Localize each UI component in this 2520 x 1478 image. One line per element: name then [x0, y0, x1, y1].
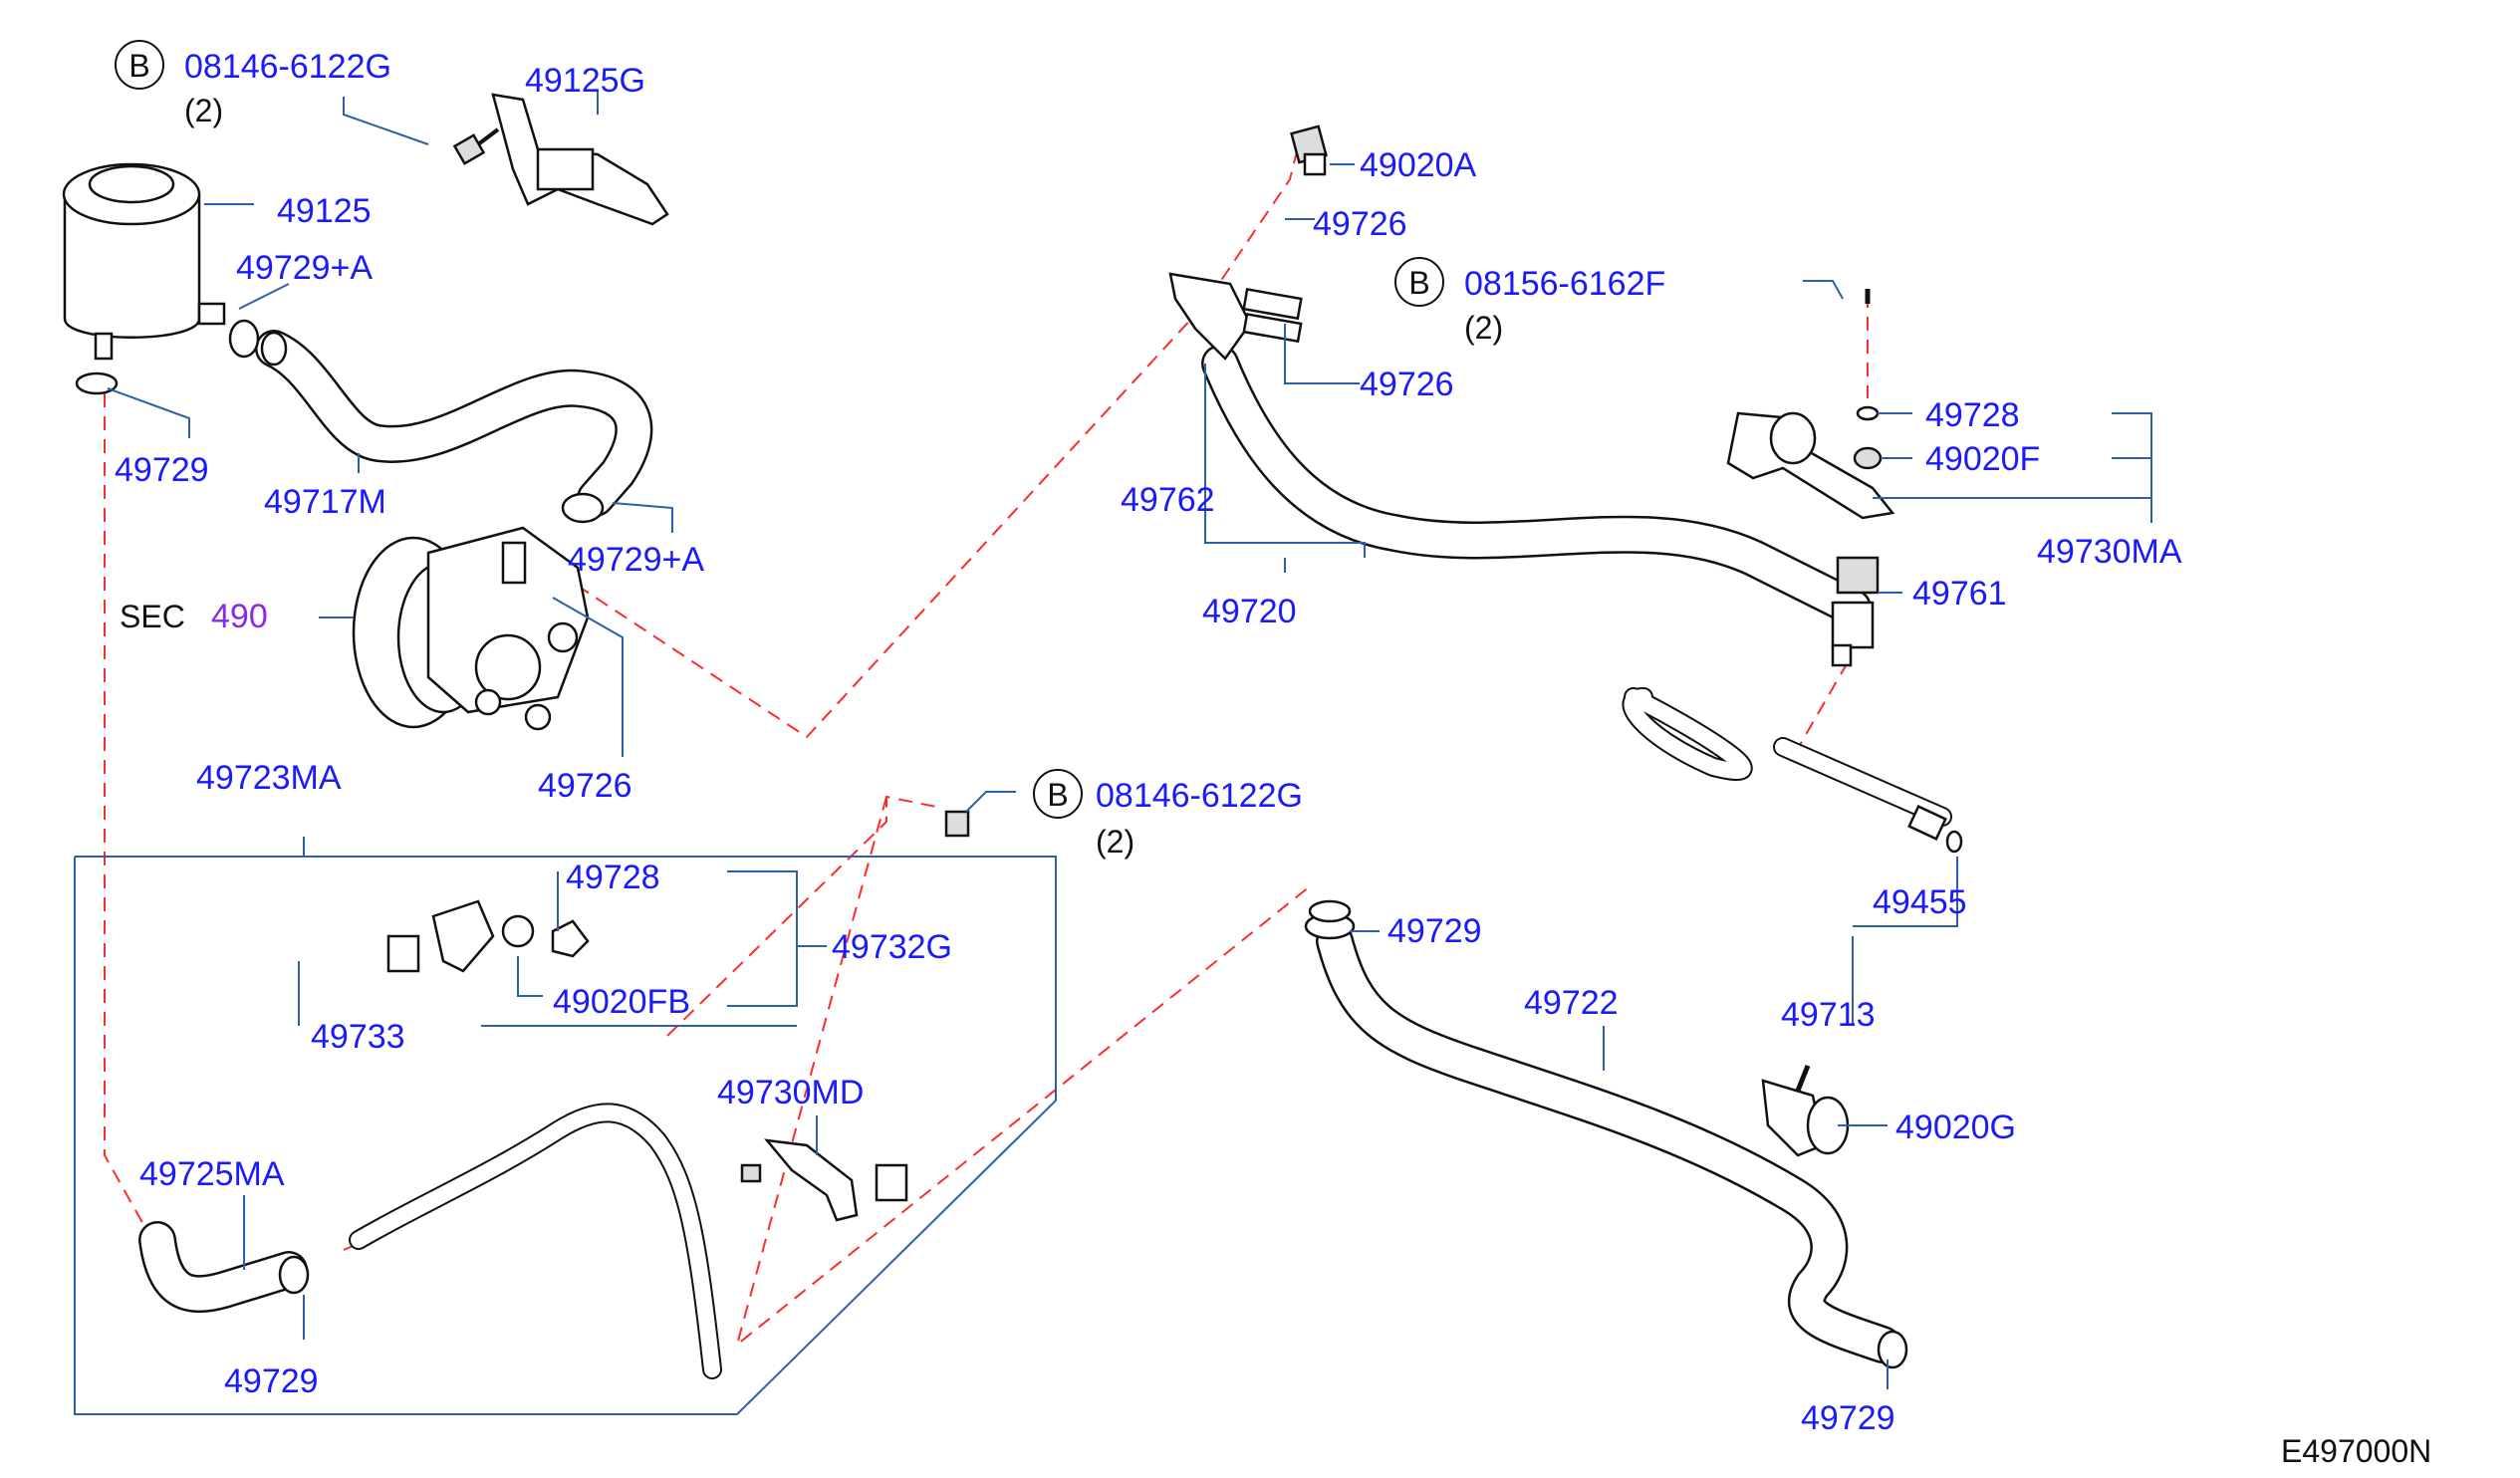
b-symbol-text: B — [1408, 265, 1429, 301]
fitting-49455 — [1907, 805, 1963, 854]
clamp-49729-br — [1877, 1330, 1908, 1369]
label-49717m: 49717M — [264, 483, 386, 521]
label-08146-6122g-mid: 08146-6122G — [1096, 777, 1303, 815]
label-49125: 49125 — [277, 192, 372, 230]
label-qty-mid: (2) — [1096, 824, 1134, 860]
label-08156-6162f: 08156-6162F — [1464, 265, 1665, 303]
pump — [352, 526, 590, 731]
label-49455: 49455 — [1873, 883, 1967, 921]
label-49726-pump: 49726 — [538, 767, 632, 805]
label-49720: 49720 — [1202, 593, 1297, 630]
label-49733: 49733 — [311, 1018, 405, 1056]
label-49020fb: 49020FB — [553, 983, 690, 1021]
clamp-bracket-49730ma — [1726, 289, 1895, 520]
label-49725ma: 49725MA — [139, 1155, 285, 1193]
label-49729a-top: 49729+A — [236, 249, 373, 287]
label-49728-right: 49728 — [1925, 396, 2020, 434]
label-sec-490[interactable]: 490 — [211, 598, 268, 635]
clamp-49729-mid — [1304, 899, 1356, 940]
routing-lines — [104, 138, 1869, 1348]
b-symbol-1: B — [115, 40, 164, 90]
tee-fitting-49762 — [1168, 272, 1303, 361]
clamp-49732g-parts — [386, 810, 970, 973]
leader-lines — [74, 90, 2152, 1415]
clamp-49729-bl — [278, 1255, 310, 1295]
label-49729-mid: 49729 — [1387, 912, 1482, 950]
bracket-49125g — [491, 93, 669, 226]
label-49728-mid: 49728 — [566, 859, 660, 896]
bolt-08146-top — [452, 127, 500, 165]
bracket-49730md — [740, 1138, 908, 1222]
label-49730ma: 49730MA — [2037, 533, 2182, 571]
fitting-49761 — [1831, 556, 1880, 667]
label-49020f: 49020F — [1925, 440, 2040, 478]
label-qty-right: (2) — [1464, 310, 1503, 346]
label-49722: 49722 — [1524, 984, 1619, 1022]
label-49729-br: 49729 — [1801, 1399, 1895, 1437]
label-49020a: 49020A — [1360, 146, 1477, 184]
label-49726-a: 49726 — [1313, 205, 1407, 243]
label-49730md: 49730MD — [717, 1074, 864, 1111]
part-labels: 08146-6122G (2) 49125G 49125 49729+A 497… — [115, 48, 2431, 1469]
figure-code: E497000N — [2281, 1433, 2431, 1469]
label-49761: 49761 — [1912, 575, 2007, 613]
tube-49713 — [1622, 687, 1952, 827]
b-symbol-text: B — [128, 48, 149, 84]
label-49125g: 49125G — [525, 62, 645, 100]
label-49729a-pump: 49729+A — [568, 541, 704, 579]
hose-49722 — [1316, 922, 1901, 1363]
b-symbol-text: B — [1047, 777, 1068, 813]
hose-49720 — [1201, 345, 1872, 626]
clamp-49729-left — [75, 371, 119, 395]
label-sec: SEC — [120, 599, 185, 634]
label-49713: 49713 — [1781, 996, 1876, 1034]
reservoir-49125 — [62, 162, 226, 361]
hose-49725ma — [138, 1221, 308, 1314]
b-symbol-2: B — [1033, 769, 1083, 819]
label-49762: 49762 — [1121, 481, 1215, 519]
label-08146-6122g-top: 08146-6122G — [184, 48, 391, 86]
fitting-49020a — [1290, 124, 1328, 176]
hose-49723ma-pipe — [349, 1103, 722, 1379]
clamp-49729-top — [228, 319, 288, 367]
label-49723ma: 49723MA — [196, 759, 342, 797]
hose-49717m — [255, 330, 653, 517]
b-symbol-3: B — [1394, 257, 1444, 307]
label-49726-b: 49726 — [1360, 366, 1454, 403]
label-49729-left: 49729 — [115, 451, 209, 489]
label-49732g: 49732G — [832, 928, 952, 966]
bracket-49020g — [1761, 1065, 1850, 1157]
label-49729-bl: 49729 — [224, 1362, 319, 1400]
label-qty-top: (2) — [184, 93, 223, 128]
clamp-49729-pump — [561, 492, 605, 524]
label-49020g: 49020G — [1895, 1108, 2016, 1146]
